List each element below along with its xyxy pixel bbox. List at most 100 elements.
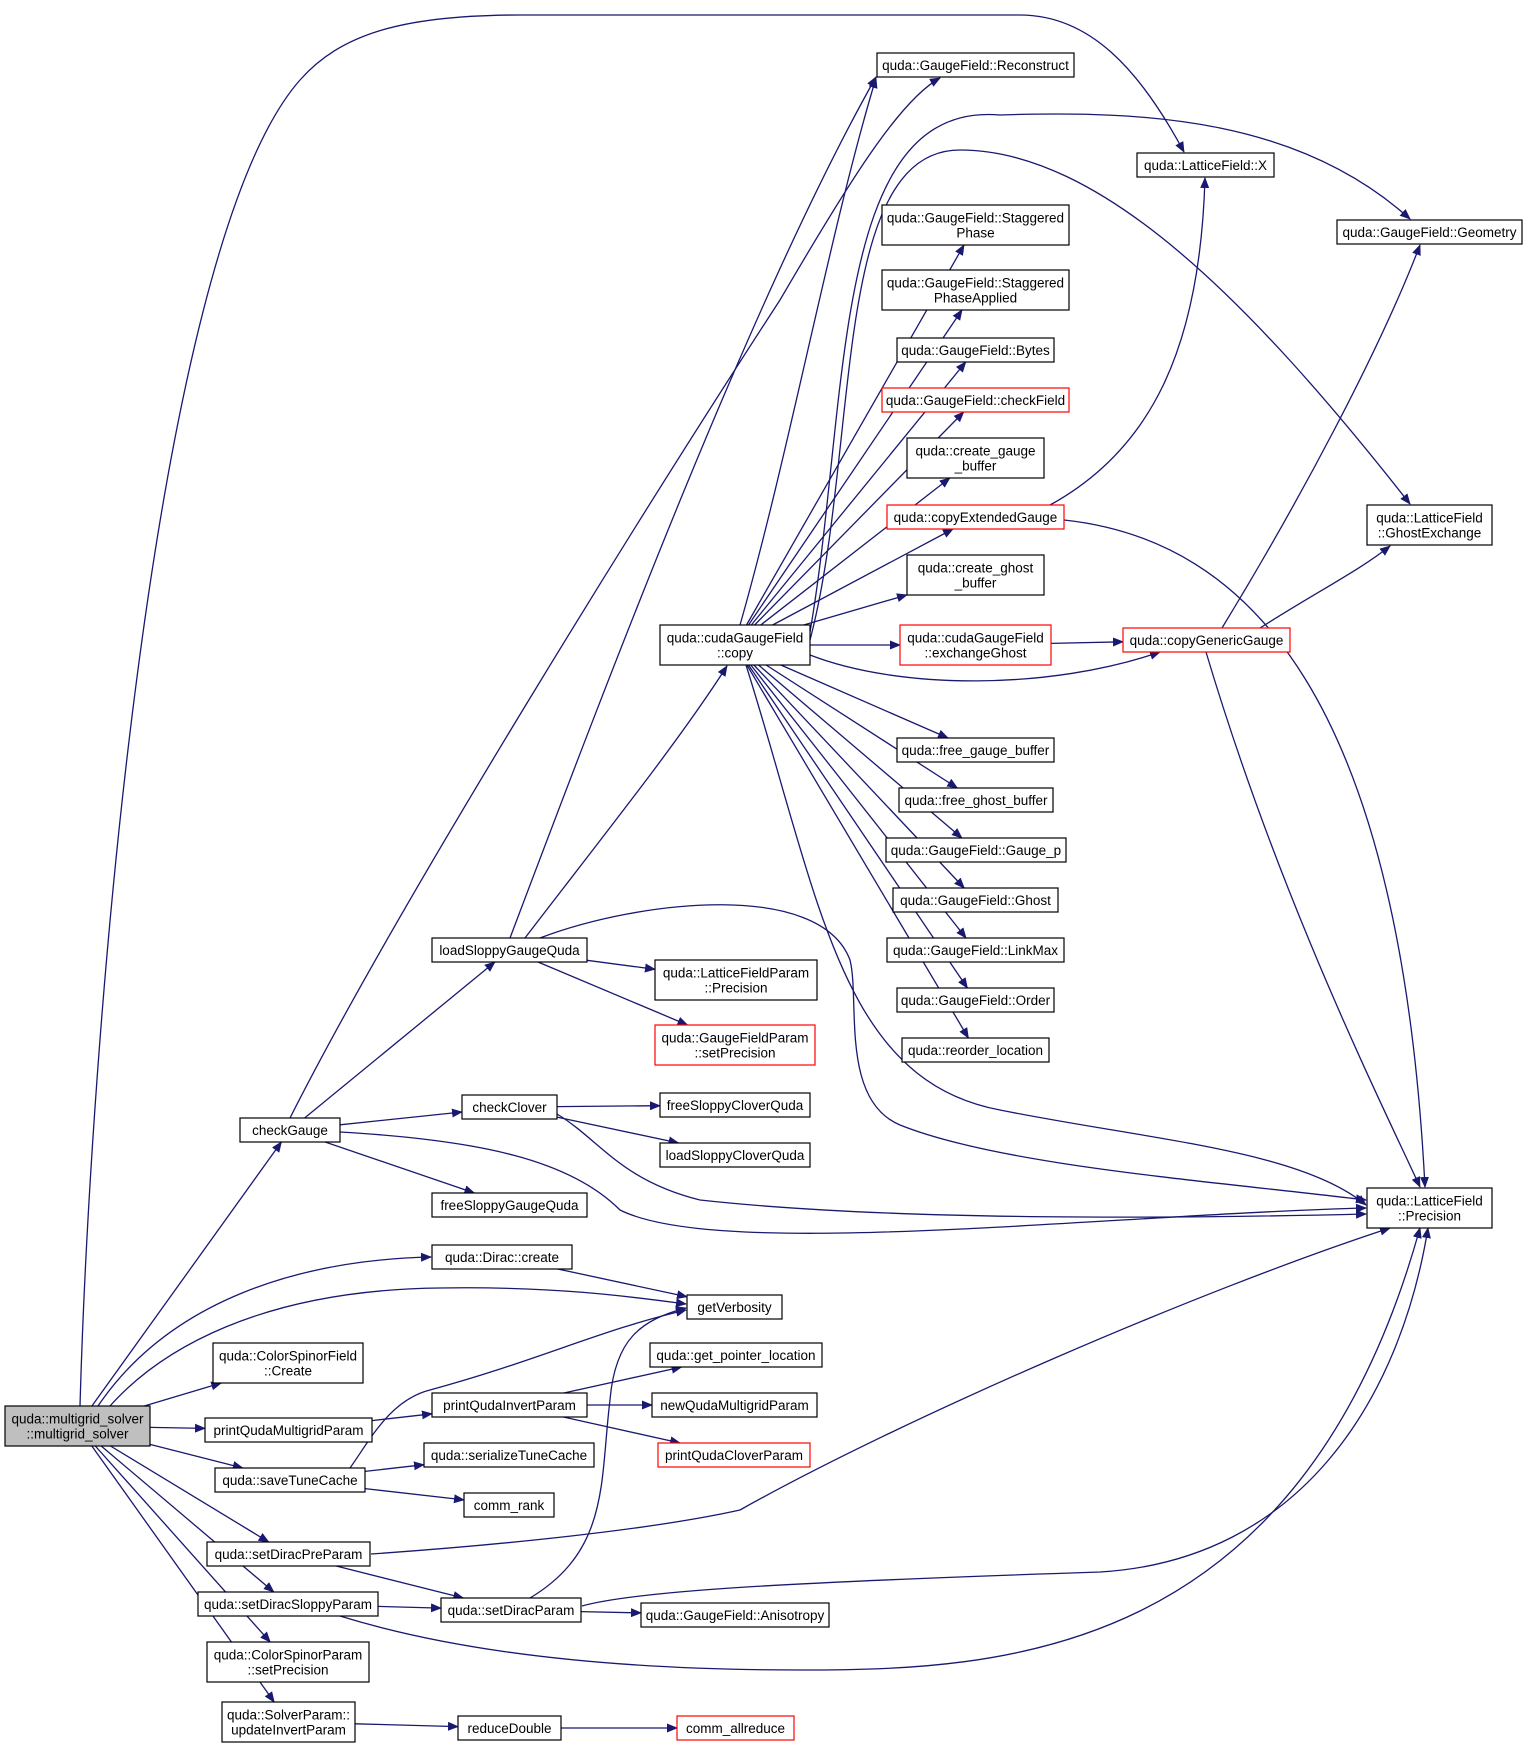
node-checkClover[interactable]: checkClover — [461, 1094, 558, 1120]
edge-loadSloppyGauge-to-reconstruct — [509, 76, 877, 939]
node-root[interactable]: quda::multigrid_solver::multigrid_solver — [4, 1405, 151, 1447]
node-box — [463, 1492, 555, 1518]
node-box — [654, 1024, 816, 1066]
node-box — [898, 787, 1054, 813]
node-diracCreate[interactable]: quda::Dirac::create — [431, 1244, 573, 1270]
node-checkField[interactable]: quda::GaugeField::checkField — [881, 387, 1070, 413]
node-reorderLoc[interactable]: quda::reorder_location — [901, 1037, 1050, 1063]
node-loadSloppyClover[interactable]: loadSloppyCloverQuda — [659, 1142, 811, 1168]
edge-saveTune-to-serializeTune — [364, 1461, 425, 1473]
node-freeSloppyGauge[interactable]: freeSloppyGaugeQuda — [431, 1192, 588, 1218]
node-label: quda::reorder_location — [908, 1043, 1043, 1058]
node-printInvert[interactable]: printQudaInvertParam — [431, 1392, 588, 1418]
edge-loadSloppyGauge-to-lfpPrecision — [586, 959, 656, 973]
node-exchangeGhost[interactable]: quda::cudaGaugeField::exchangeGhost — [899, 624, 1052, 666]
node-label: ::setPrecision — [247, 1663, 328, 1678]
node-copyGeneric[interactable]: quda::copyGenericGauge — [1122, 627, 1291, 653]
node-createGaugeBuf[interactable]: quda::create_gauge_buffer — [906, 437, 1045, 479]
node-ghost[interactable]: quda::GaugeField::Ghost — [892, 887, 1059, 913]
node-anisotropy[interactable]: quda::GaugeField::Anisotropy — [640, 1602, 830, 1628]
node-label: quda::create_ghost — [918, 561, 1034, 576]
node-label: quda::cudaGaugeField — [907, 631, 1044, 646]
edge-printInvert-to-getPtrLoc — [563, 1364, 683, 1394]
node-gaugeP[interactable]: quda::GaugeField::Gauge_p — [885, 837, 1067, 863]
node-lfPrecision[interactable]: quda::LatticeField::Precision — [1366, 1187, 1493, 1229]
node-commAllreduce[interactable]: comm_allreduce — [676, 1715, 795, 1741]
node-label: ::setPrecision — [694, 1046, 775, 1061]
node-serializeTune[interactable]: quda::serializeTuneCache — [423, 1442, 595, 1468]
edge-root-to-setDiracPre — [110, 1445, 270, 1543]
node-setDiracPre[interactable]: quda::setDiracPreParam — [206, 1541, 371, 1567]
node-label: checkGauge — [252, 1123, 328, 1138]
node-csfCreate[interactable]: quda::ColorSpinorField::Create — [212, 1342, 364, 1384]
node-commRank[interactable]: comm_rank — [463, 1492, 555, 1518]
node-label: freeSloppyCloverQuda — [667, 1098, 804, 1113]
node-setDiracSloppy[interactable]: quda::setDiracSloppyParam — [197, 1591, 379, 1617]
edge-exchangeGhost-to-copyGeneric — [1050, 637, 1124, 647]
edge-copyGeneric-to-geometry — [1221, 244, 1421, 629]
node-linkMax[interactable]: quda::GaugeField::LinkMax — [886, 937, 1065, 963]
node-label: printQudaInvertParam — [443, 1398, 576, 1413]
node-getVerbosity[interactable]: getVerbosity — [686, 1294, 783, 1320]
node-printMG[interactable]: printQudaMultigridParam — [204, 1417, 373, 1443]
edge-setDiracSloppy-to-setDirac — [377, 1603, 442, 1613]
node-cudaCopy[interactable]: quda::cudaGaugeField::copy — [659, 624, 811, 666]
node-getPtrLoc[interactable]: quda::get_pointer_location — [649, 1342, 823, 1368]
edge-cudaCopy-to-copyGeneric — [809, 651, 1161, 682]
node-lfpPrecision[interactable]: quda::LatticeFieldParam::Precision — [654, 959, 818, 1001]
node-box — [899, 624, 1052, 666]
node-label: quda::GaugeField::Order — [901, 993, 1051, 1008]
node-box — [431, 1392, 588, 1418]
node-box — [197, 1591, 379, 1617]
node-label: _buffer — [954, 459, 997, 474]
node-label: freeSloppyGaugeQuda — [440, 1198, 579, 1213]
node-label: ::copy — [717, 646, 753, 661]
node-freeSloppyClover[interactable]: freeSloppyCloverQuda — [659, 1092, 811, 1118]
node-loadSloppyGauge[interactable]: loadSloppyGaugeQuda — [431, 937, 588, 963]
node-checkGauge[interactable]: checkGauge — [239, 1117, 341, 1143]
node-label: ::multigrid_solver — [26, 1427, 129, 1442]
node-geometry[interactable]: quda::GaugeField::Geometry — [1336, 219, 1523, 245]
node-label: printQudaCloverParam — [665, 1448, 803, 1463]
node-printClover[interactable]: printQudaCloverParam — [657, 1442, 811, 1468]
node-label: quda::GaugeField::Anisotropy — [646, 1608, 825, 1623]
node-box — [896, 987, 1055, 1013]
node-box — [901, 1037, 1050, 1063]
node-freeGhostBuf[interactable]: quda::free_ghost_buffer — [898, 787, 1054, 813]
node-createGhostBuf[interactable]: quda::create_ghost_buffer — [906, 554, 1045, 596]
node-box — [906, 437, 1045, 479]
edge-copyExtended-to-lfX — [1049, 177, 1210, 506]
node-setDirac[interactable]: quda::setDiracParam — [440, 1597, 582, 1623]
node-gfpSetPrecision[interactable]: quda::GaugeFieldParam::setPrecision — [654, 1024, 816, 1066]
node-label: quda::LatticeField — [1376, 1194, 1483, 1209]
edge-cudaCopy-to-freeGhostBuf — [765, 664, 959, 789]
node-label: quda::Dirac::create — [445, 1250, 559, 1265]
node-reduceDouble[interactable]: reduceDouble — [457, 1715, 562, 1741]
edge-solverUpdate-to-reduceDouble — [354, 1721, 459, 1731]
node-label: checkClover — [472, 1100, 547, 1115]
node-order[interactable]: quda::GaugeField::Order — [896, 987, 1055, 1013]
node-label: quda::GaugeField::LinkMax — [893, 943, 1058, 958]
node-freeGaugeBuf[interactable]: quda::free_gauge_buffer — [896, 737, 1055, 763]
node-bytes[interactable]: quda::GaugeField::Bytes — [896, 337, 1055, 363]
node-box — [659, 624, 811, 666]
node-newMG[interactable]: newQudaMultigridParam — [651, 1392, 818, 1418]
node-reconstruct[interactable]: quda::GaugeField::Reconstruct — [876, 52, 1075, 78]
node-saveTune[interactable]: quda::saveTuneCache — [214, 1467, 366, 1493]
node-solverUpdate[interactable]: quda::SolverParam::updateInvertParam — [221, 1701, 356, 1743]
node-label: _buffer — [954, 576, 997, 591]
node-copyExtended[interactable]: quda::copyExtendedGauge — [886, 504, 1065, 530]
node-cspSetPrec[interactable]: quda::ColorSpinorParam::setPrecision — [206, 1641, 370, 1683]
node-label: ::exchangeGhost — [924, 646, 1026, 661]
node-label: quda::cudaGaugeField — [667, 631, 804, 646]
node-label: printQudaMultigridParam — [213, 1423, 363, 1438]
node-box — [881, 387, 1070, 413]
node-lfX[interactable]: quda::LatticeField::X — [1136, 152, 1275, 178]
node-ghostExchange[interactable]: quda::LatticeField::GhostExchange — [1366, 504, 1493, 546]
node-label: newQudaMultigridParam — [660, 1398, 809, 1413]
node-box — [886, 937, 1065, 963]
node-label: quda::ColorSpinorParam — [214, 1648, 363, 1663]
node-box — [1366, 504, 1493, 546]
